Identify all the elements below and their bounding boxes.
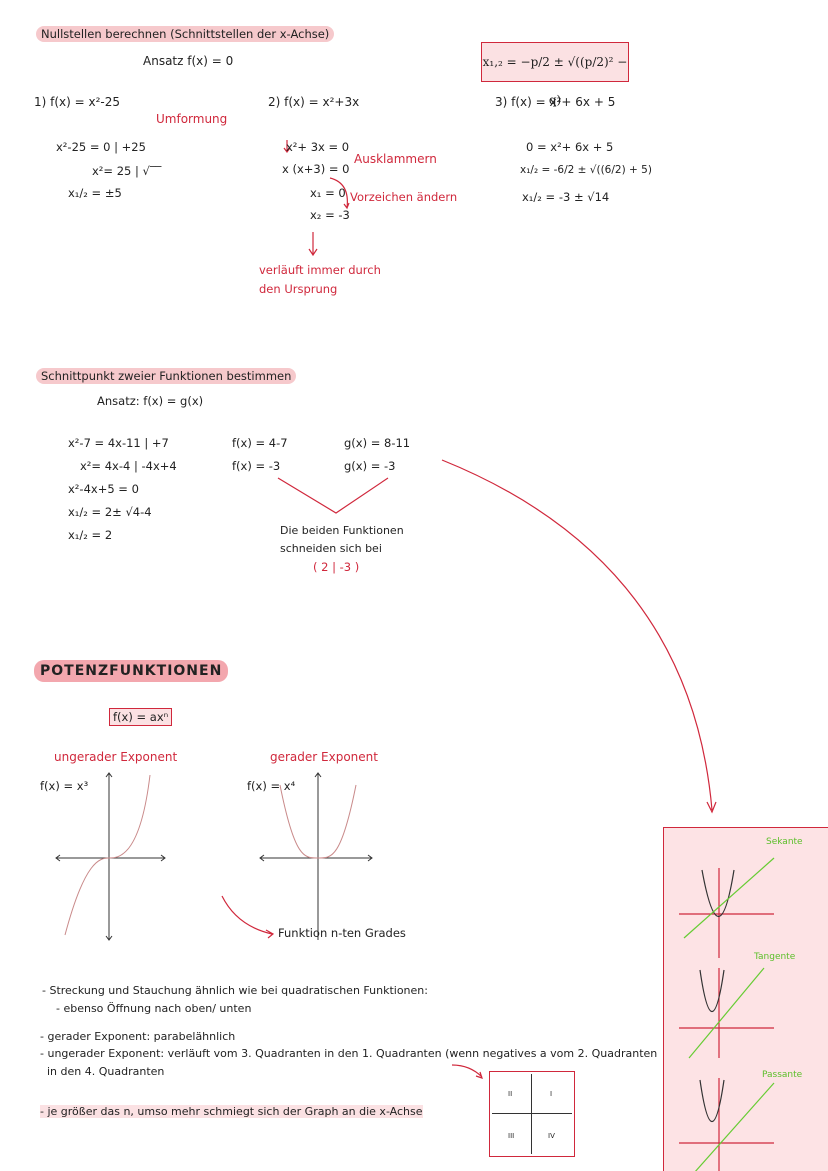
step: x₁/₂ = -3 ± √14 bbox=[522, 190, 610, 204]
step: x₁ = 0 bbox=[310, 186, 346, 200]
example-2-heading: 2) f(x) = x²+3x bbox=[268, 95, 360, 109]
step: x₁/₂ = -6/2 ± √((6/2) + 5) bbox=[520, 164, 652, 176]
section-title-potenzfunktionen: POTENZFUNKTIONEN bbox=[34, 660, 229, 682]
bullet: in den 4. Quadranten bbox=[47, 1065, 165, 1078]
example-1-heading: 1) f(x) = x²-25 bbox=[34, 95, 121, 109]
step: x₁/₂ = 2 bbox=[68, 528, 113, 542]
step: f(x) = 4-7 bbox=[232, 436, 288, 450]
note-ursprung: den Ursprung bbox=[259, 282, 338, 296]
even-function: f(x) = x⁴ bbox=[247, 779, 296, 793]
note-umformung: Umformung bbox=[156, 112, 228, 126]
note-vorzeichen: Vorzeichen ändern bbox=[350, 190, 458, 204]
step: x²-25 = 0 | +25 bbox=[56, 140, 146, 154]
example-3-heading: 3) f(x) = x²+ 6x + 5 bbox=[495, 95, 616, 109]
step: x²= 25 | √‾‾ bbox=[92, 164, 162, 178]
section-title-nullstellen: Nullstellen berechnen (Schnittstellen de… bbox=[36, 26, 335, 42]
bullet: - je größer das n, umso mehr schmiegt si… bbox=[40, 1105, 423, 1118]
even-exponent-label: gerader Exponent bbox=[270, 750, 378, 764]
arrow-down-icon bbox=[308, 232, 318, 257]
result-text: schneiden sich bei bbox=[280, 542, 382, 555]
step: x²+ 3x = 0 bbox=[286, 140, 350, 154]
ansatz: Ansatz f(x) = 0 bbox=[143, 54, 234, 68]
step: x²-7 = 4x-11 | +7 bbox=[68, 436, 169, 450]
odd-graph bbox=[55, 772, 166, 941]
line-types-panel: Sekante Tangente Passante bbox=[663, 827, 828, 1171]
step: g(x) = 8-11 bbox=[344, 436, 411, 450]
step: x²= 4x-4 | -4x+4 bbox=[80, 459, 177, 473]
arrow-icon bbox=[329, 177, 350, 210]
arrow-icon bbox=[221, 895, 275, 939]
step: g(x) = -3 bbox=[344, 459, 396, 473]
step: 0 = x²+ 6x + 5 bbox=[526, 140, 614, 154]
note-n-ten-grades: Funktion n-ten Grades bbox=[278, 926, 406, 940]
note-ursprung: verläuft immer durch bbox=[259, 263, 381, 277]
pq-formula: x₁,₂ = −p/2 ± √((p/2)² − q) bbox=[481, 42, 629, 107]
v-connector bbox=[277, 477, 389, 514]
even-graph bbox=[259, 772, 373, 940]
label-sekante: Sekante bbox=[766, 837, 803, 847]
label-passante: Passante bbox=[762, 1070, 803, 1080]
quadrant-label: IV bbox=[548, 1132, 555, 1140]
step: x₂ = -3 bbox=[310, 208, 350, 222]
step: f(x) = -3 bbox=[232, 459, 281, 473]
odd-function: f(x) = x³ bbox=[40, 779, 89, 793]
section-title-schnittpunkt: Schnittpunkt zweier Funktionen bestimmen bbox=[36, 368, 297, 384]
ansatz: Ansatz: f(x) = g(x) bbox=[97, 394, 204, 408]
label-tangente: Tangente bbox=[754, 952, 796, 962]
result-text: Die beiden Funktionen bbox=[280, 524, 404, 537]
quadrant-label: II bbox=[508, 1090, 513, 1098]
odd-exponent-label: ungerader Exponent bbox=[54, 750, 178, 764]
step: x₁/₂ = ±5 bbox=[68, 186, 122, 200]
quadrant-label: III bbox=[508, 1132, 515, 1140]
bullet: - Streckung und Stauchung ähnlich wie be… bbox=[42, 984, 428, 997]
long-arrow-icon bbox=[441, 459, 717, 814]
note-ausklammern: Ausklammern bbox=[354, 152, 437, 166]
bullet: - gerader Exponent: parabelähnlich bbox=[40, 1030, 236, 1043]
bullet: - ebenso Öffnung nach oben/ unten bbox=[56, 1002, 252, 1015]
intersection-point: ( 2 | -3 ) bbox=[313, 560, 360, 574]
step: x²-4x+5 = 0 bbox=[68, 482, 139, 496]
step: x₁/₂ = 2± √4-4 bbox=[68, 505, 152, 519]
quadrant-diagram: II I III IV bbox=[489, 1071, 575, 1157]
arrow-icon bbox=[451, 1064, 483, 1079]
bullet: - ungerader Exponent: verläuft vom 3. Qu… bbox=[40, 1047, 658, 1060]
quadrant-label: I bbox=[550, 1090, 553, 1098]
power-formula: f(x) = axⁿ bbox=[109, 708, 173, 726]
arrow-icon bbox=[283, 140, 291, 153]
step: x (x+3) = 0 bbox=[282, 162, 350, 176]
